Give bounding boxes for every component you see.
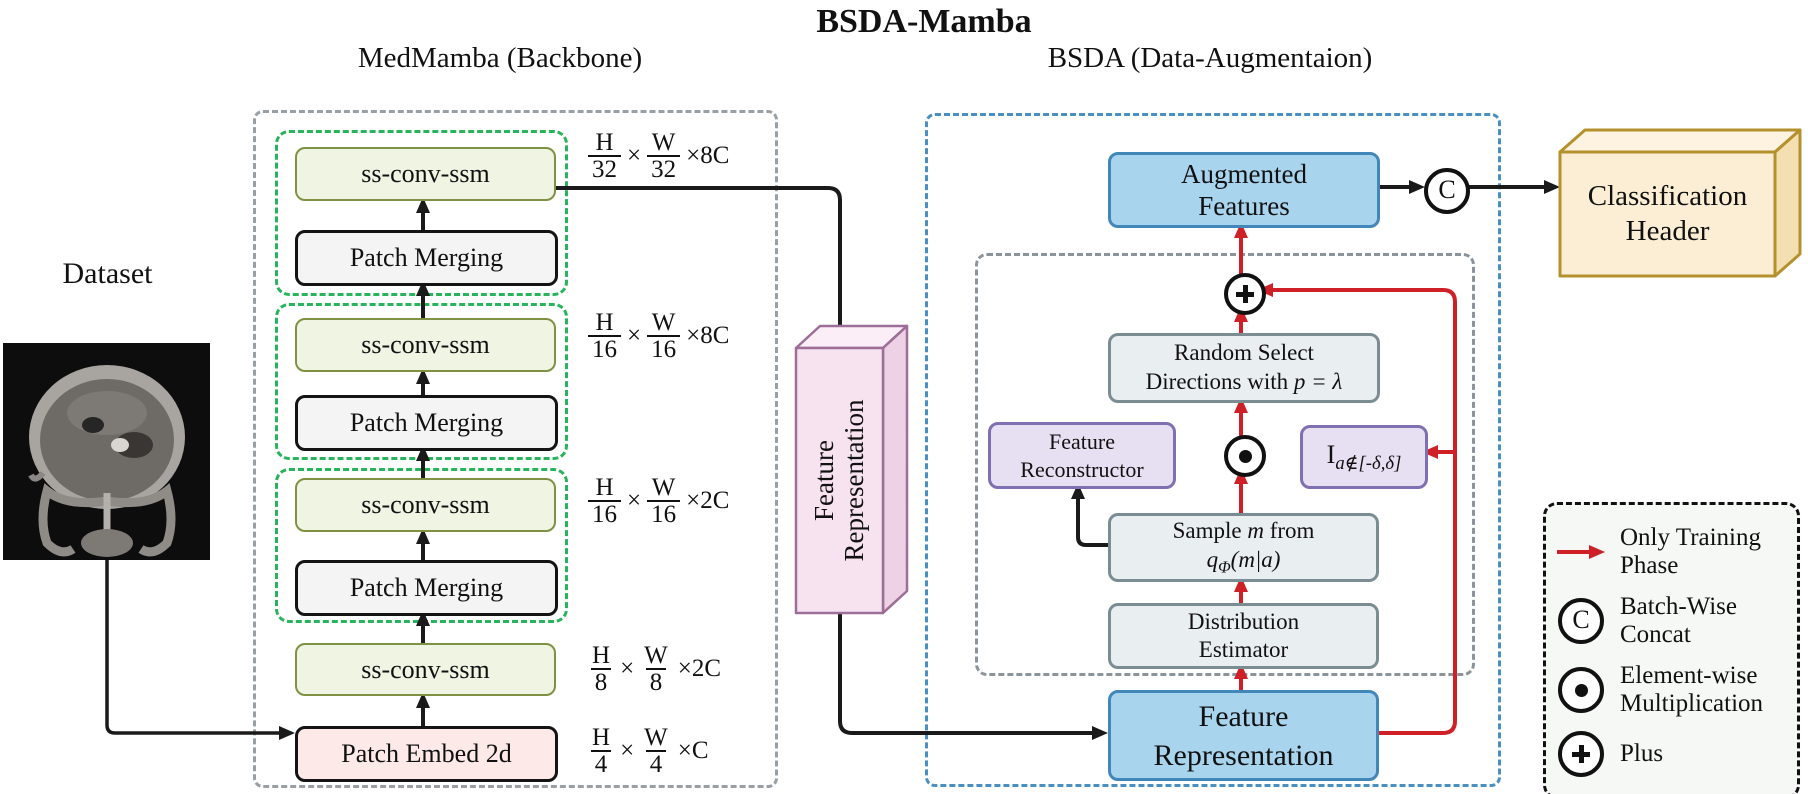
red-arrow-icon [1556,544,1606,560]
augmented-features-box: Augmented Features [1108,152,1380,228]
box-right-face [1773,128,1802,278]
arrow-sample-to-reconstructor [1071,483,1108,547]
red-path-fr-skip-to-plus [1257,283,1457,735]
elementwise-multiply-icon [1558,667,1604,713]
plus-icon [1224,273,1266,315]
arrow-backbone-to-feature-rep [552,186,847,346]
page-title: BSDA-Mamba [816,3,1032,40]
backbone-container [253,110,778,788]
indicator-box: Ia∉[-δ,δ] [1300,425,1428,489]
elementwise-multiply-icon [1224,435,1266,477]
legend-item-plus: Plus [1546,731,1797,777]
plus-icon [1558,731,1604,777]
box-front-face [794,346,885,615]
mri-jaw-right [106,483,176,557]
mri-lesion-dark [115,432,153,458]
block-patch-embed-2d: Patch Embed 2d [295,726,558,782]
feature-representation-3d-label: Feature Representation [808,399,869,562]
block-patch-merging-1: Patch Merging [295,560,558,616]
dataset-label: Dataset [62,257,153,290]
box-right-face [881,324,909,615]
mri-jaw-left [38,483,108,557]
classification-header-3d-box [1558,128,1802,278]
mri-chin [81,529,133,557]
batch-concat-icon: C [1558,598,1604,644]
block-ss-conv-ssm-3: ss-conv-ssm [295,318,556,372]
classification-header-label: Classification Header [1587,180,1748,247]
mri-brain-top [67,391,147,435]
random-select-box: Random Select Directions with p = λ [1108,333,1380,403]
bsda-section-title: BSDA (Data-Augmentaion) [1047,41,1373,74]
math-p-lambda: p = λ [1293,369,1343,394]
box-front-face [1558,150,1777,278]
arrow-dataset-to-patch-embed [105,560,295,740]
block-patch-merging-3: Patch Merging [295,230,558,286]
block-ss-conv-ssm-2: ss-conv-ssm [295,478,556,532]
mri-lesion-bright [111,438,129,452]
block-ss-conv-ssm-1: ss-conv-ssm [295,643,556,696]
distribution-estimator-box: Distribution Estimator [1108,603,1379,669]
feature-reconstructor-box: Feature Reconstructor [988,422,1176,489]
mri-ventricle [82,417,104,433]
bsda-container [925,113,1501,787]
backbone-section-title: MedMamba (Backbone) [357,41,643,74]
feature-representation-3d-box [794,324,909,615]
batch-concat-icon: C [1424,168,1470,214]
arrow-feature-rep-to-bsda [838,613,1108,740]
sample-box: Sample m from qΦ(m|a) [1108,513,1379,582]
block-patch-merging-2: Patch Merging [295,395,558,451]
block-ss-conv-ssm-4: ss-conv-ssm [295,147,556,201]
mri-detail [28,471,46,482]
bsda-inner-container [975,253,1475,676]
box-top-face [1558,128,1802,154]
bsda-feature-representation-box: Feature Representation [1108,690,1379,781]
dataset-image [3,343,210,560]
